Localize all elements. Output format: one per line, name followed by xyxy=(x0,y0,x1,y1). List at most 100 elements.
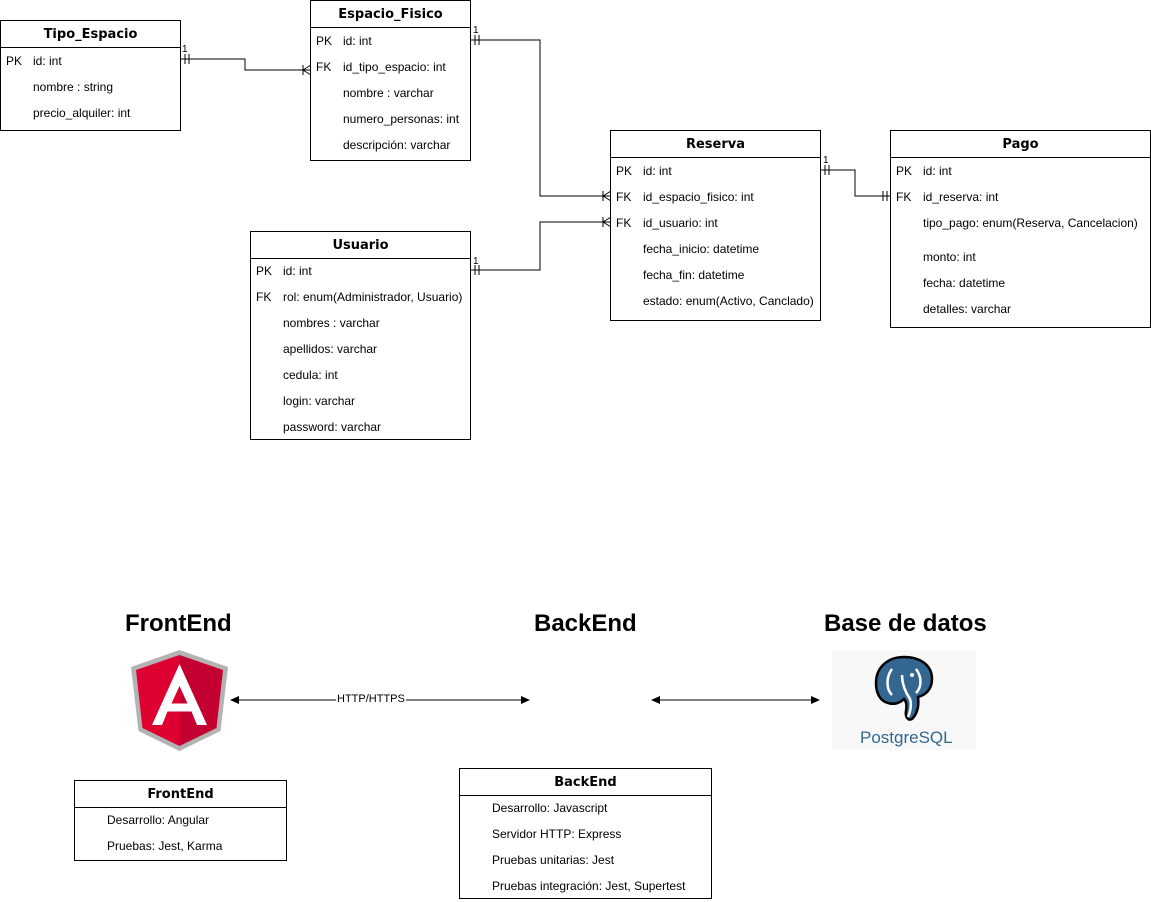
table-row: monto: int xyxy=(891,244,1150,270)
table-row: cedula: int xyxy=(251,362,470,388)
field-label: id: int xyxy=(283,264,312,278)
http-connector-label: HTTP/HTTPS xyxy=(336,693,406,705)
table-tipo-espacio[interactable]: Tipo_Espacio PK id: int nombre : string p… xyxy=(0,20,181,131)
table-row: FK id_espacio_fisico: int xyxy=(611,184,820,210)
field-label: tipo_pago: enum(Reserva, Cancelacion) xyxy=(923,216,1138,230)
field-label: id_tipo_espacio: int xyxy=(343,60,446,74)
field-label: password: varchar xyxy=(283,420,382,434)
field-label: Pruebas: Jest, Karma xyxy=(107,839,223,853)
table-row: nombre : varchar xyxy=(311,80,470,106)
table-row: PK id: int xyxy=(251,258,470,284)
relation-usuario-reserva xyxy=(471,221,611,271)
table-title: Pago xyxy=(891,131,1150,158)
field-label: Servidor HTTP: Express xyxy=(492,827,622,841)
key-label: FK xyxy=(616,190,632,204)
elephant-icon xyxy=(874,655,934,721)
field-label: id_usuario: int xyxy=(643,216,718,230)
key-label: PK xyxy=(316,34,333,48)
field-label: descripción: varchar xyxy=(343,138,451,152)
table-row: fecha: datetime xyxy=(891,270,1150,296)
field-label: id_reserva: int xyxy=(923,190,999,204)
field-label: estado: enum(Activo, Canclado) xyxy=(643,294,814,308)
field-label: fecha: datetime xyxy=(923,276,1006,290)
table-title: Reserva xyxy=(611,131,820,158)
field-label: fecha_fin: datetime xyxy=(643,268,745,282)
field-label: Pruebas unitarias: Jest xyxy=(492,853,615,867)
table-row: FK id_usuario: int xyxy=(611,210,820,236)
field-label: id: int xyxy=(643,164,672,178)
table-row: Pruebas: Jest, Karma xyxy=(75,833,286,859)
backend-heading: BackEnd xyxy=(534,610,637,637)
field-label: nombre : string xyxy=(33,80,114,94)
field-label: Desarrollo: Angular xyxy=(107,813,210,827)
table-row: tipo_pago: enum(Reserva, Cancelacion) xyxy=(891,210,1150,236)
table-row: apellidos: varchar xyxy=(251,336,470,362)
table-row: login: varchar xyxy=(251,388,470,414)
table-row: FK id_tipo_espacio: int xyxy=(311,54,470,80)
field-label: id_espacio_fisico: int xyxy=(643,190,754,204)
field-label: id: int xyxy=(343,34,372,48)
field-label: cedula: int xyxy=(283,368,338,382)
field-label: fecha_inicio: datetime xyxy=(643,242,760,256)
field-label: Pruebas integración: Jest, Supertest xyxy=(492,879,686,893)
table-row: Desarrollo: Javascript xyxy=(460,795,711,821)
postgresql-wordmark: PostgreSQL xyxy=(860,728,953,747)
relation-tipo-espacio-espacio-fisico xyxy=(181,58,311,71)
field-label: detalles: varchar xyxy=(923,302,1012,316)
database-heading: Base de datos xyxy=(824,610,987,637)
cardinality-label: 1 xyxy=(182,44,188,55)
table-row: Pruebas integración: Jest, Supertest xyxy=(460,873,711,899)
table-reserva[interactable]: Reserva PK id: int FK id_espacio_fisico: i… xyxy=(610,130,821,321)
cardinality-label: 1 xyxy=(473,256,479,267)
table-row: PK id: int xyxy=(311,28,470,54)
postgresql-logo: PostgreSQL xyxy=(832,650,976,750)
table-row: descripción: varchar xyxy=(311,132,470,158)
table-row: numero_personas: int xyxy=(311,106,470,132)
table-row: PK id: int xyxy=(1,48,180,74)
field-label: login: varchar xyxy=(283,394,356,408)
field-label: apellidos: varchar xyxy=(283,342,378,356)
field-label: id: int xyxy=(923,164,952,178)
key-label: PK xyxy=(896,164,913,178)
frontend-heading: FrontEnd xyxy=(125,610,232,637)
angular-logo-icon xyxy=(131,650,228,751)
table-row: PK id: int xyxy=(611,158,820,184)
cardinality-label: 1 xyxy=(473,25,479,36)
field-label: nombres : varchar xyxy=(283,316,380,330)
field-label: precio_alquiler: int xyxy=(33,106,131,120)
table-title: FrontEnd xyxy=(75,781,286,808)
key-label: PK xyxy=(256,264,273,278)
table-title: Tipo_Espacio xyxy=(1,21,180,48)
table-row: Servidor HTTP: Express xyxy=(460,821,711,847)
field-label: monto: int xyxy=(923,250,976,264)
table-row: password: varchar xyxy=(251,414,470,440)
field-label: numero_personas: int xyxy=(343,112,460,126)
relation-reserva-pago xyxy=(821,169,891,197)
key-label: FK xyxy=(616,216,632,230)
relation-espacio-fisico-reserva xyxy=(471,39,611,197)
table-row: nombres : varchar xyxy=(251,310,470,336)
field-label: Desarrollo: Javascript xyxy=(492,801,608,815)
table-row: fecha_inicio: datetime xyxy=(611,236,820,262)
table-row: Desarrollo: Angular xyxy=(75,807,286,833)
field-label: id: int xyxy=(33,54,62,68)
table-frontend[interactable]: FrontEnd Desarrollo: Angular Pruebas: Je… xyxy=(74,780,287,861)
key-label: FK xyxy=(896,190,912,204)
field-label: rol: enum(Administrador, Usuario) xyxy=(283,290,463,304)
key-label: PK xyxy=(6,54,23,68)
table-pago[interactable]: Pago PK id: int FK id_reserva: int tipo_pa… xyxy=(890,130,1151,328)
table-backend[interactable]: BackEnd Desarrollo: Javascript Servidor … xyxy=(459,768,712,899)
cardinality-label: 1 xyxy=(823,155,829,166)
table-row: detalles: varchar xyxy=(891,296,1150,322)
table-title: BackEnd xyxy=(460,769,711,796)
table-row: precio_alquiler: int xyxy=(1,100,180,126)
table-title: Usuario xyxy=(251,232,470,259)
key-label: PK xyxy=(616,164,633,178)
key-label: FK xyxy=(316,60,332,74)
field-label: nombre : varchar xyxy=(343,86,434,100)
table-row: fecha_fin: datetime xyxy=(611,262,820,288)
